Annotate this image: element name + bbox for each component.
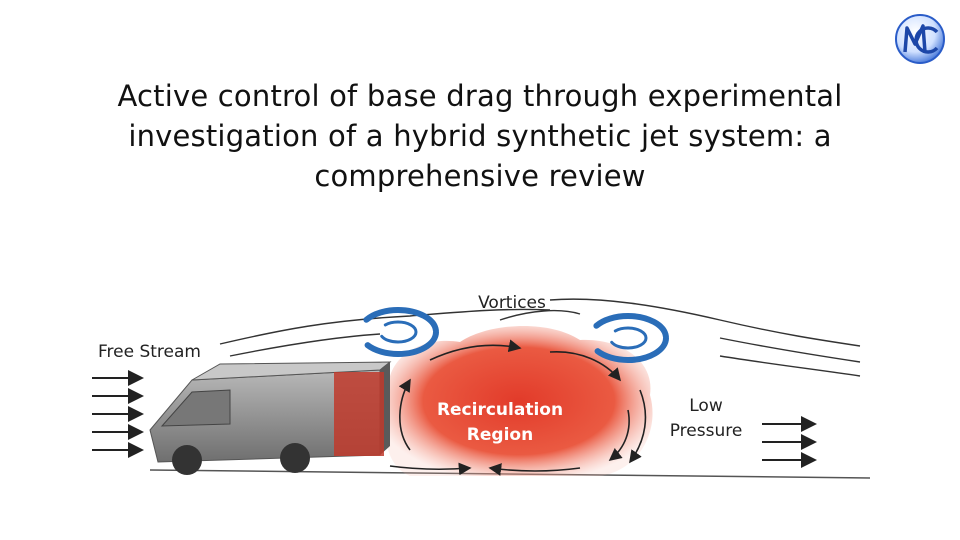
title-line-2: investigation of a hybrid synthetic jet …	[128, 119, 832, 153]
van	[149, 361, 392, 475]
recirculation-label-line-1: Recirculation	[437, 400, 563, 420]
vortices-label: Vortices	[478, 293, 546, 313]
free-stream-label: Free Stream	[98, 342, 201, 362]
recirculation-region	[385, 325, 653, 476]
low-pressure-label-line-2: Pressure	[670, 421, 743, 441]
title-line-3: comprehensive review	[314, 159, 646, 193]
title-line-1: Active control of base drag through expe…	[117, 79, 843, 113]
van-window	[160, 389, 231, 427]
low-pressure-label-line-1: Low	[689, 396, 723, 416]
free-stream-arrows	[92, 370, 144, 458]
rear-wheel	[280, 443, 310, 473]
van-base	[334, 372, 384, 456]
base-drag-diagram: Free Stream Recirculation Region	[92, 293, 871, 479]
streamlines	[219, 298, 861, 377]
recirculation-arrows	[389, 339, 647, 476]
recirculation-label-line-2: Region	[467, 425, 533, 445]
mc-logo	[893, 12, 947, 66]
mc-monogram-icon	[895, 14, 945, 64]
slide-title: Active control of base drag through expe…	[40, 76, 920, 196]
vortex-left	[357, 307, 439, 357]
vortex-right	[587, 313, 669, 363]
low-pressure-arrows	[762, 416, 817, 468]
front-wheel	[172, 445, 202, 475]
